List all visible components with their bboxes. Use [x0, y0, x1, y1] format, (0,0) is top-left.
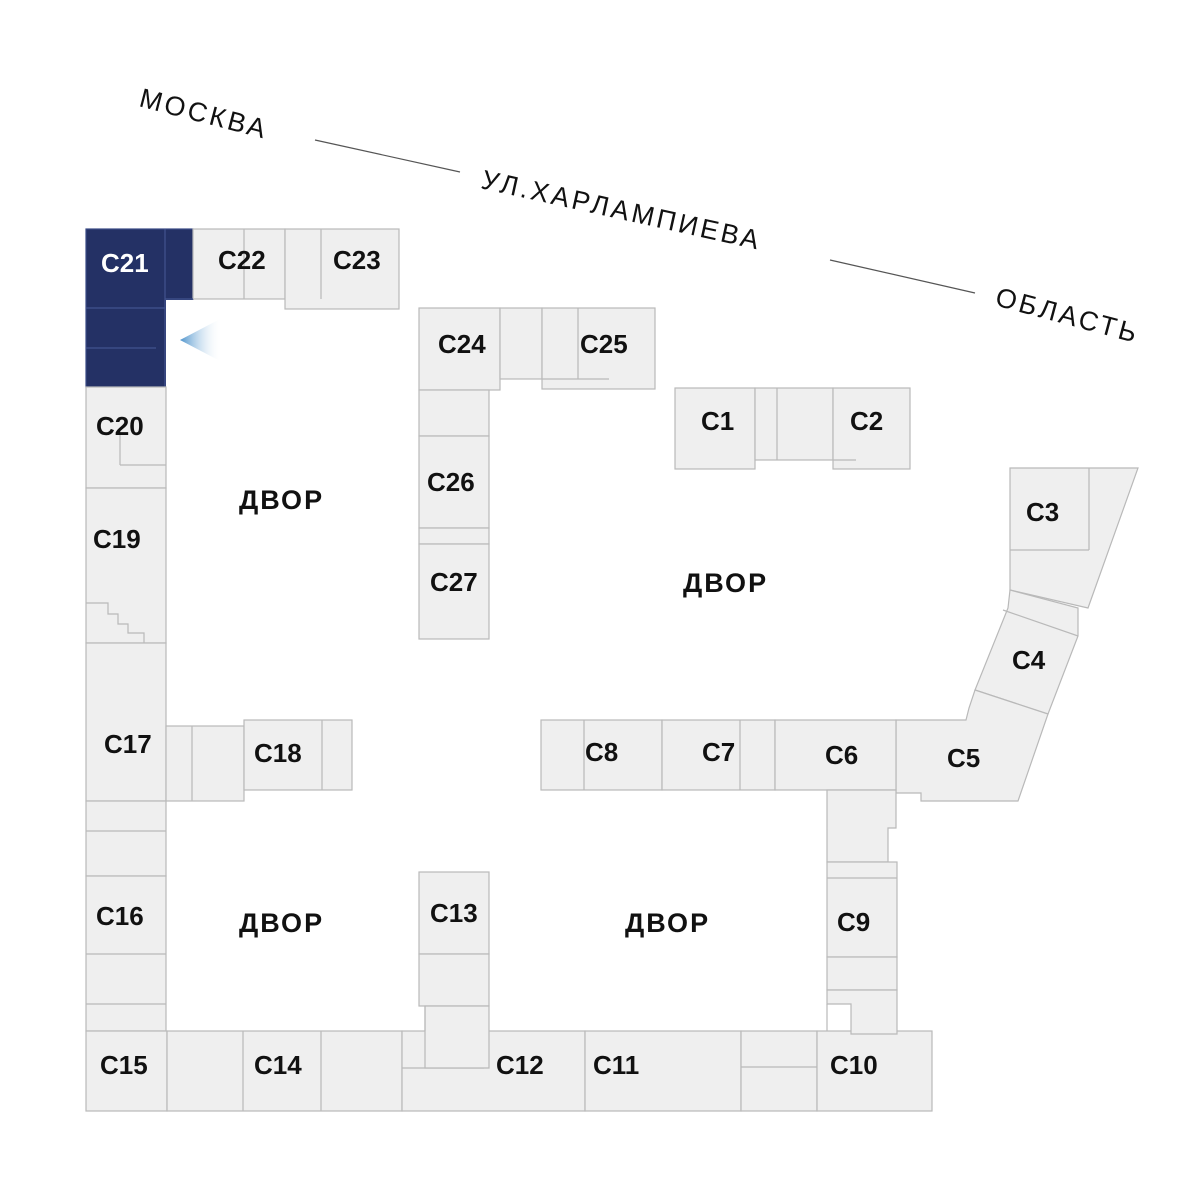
street-line-2	[829, 259, 976, 294]
label-c14: С14	[254, 1050, 302, 1080]
section-c26[interactable]	[418, 435, 490, 529]
label-c15: С15	[100, 1050, 148, 1080]
label-c23: С23	[333, 245, 381, 275]
section-c13[interactable]	[418, 871, 490, 955]
label-c7: С7	[702, 737, 735, 767]
c19-stair	[86, 602, 145, 643]
section-c8[interactable]	[540, 719, 663, 791]
label-c21: С21	[101, 248, 149, 278]
label-c4: С4	[1012, 645, 1046, 675]
section-c13-lower[interactable]	[418, 953, 490, 1007]
street-label-moskva: МОСКВА	[136, 83, 271, 145]
courtyard-label: ДВОР	[239, 485, 324, 515]
section-c17-wing[interactable]	[165, 725, 245, 802]
label-c5: С5	[947, 743, 980, 773]
section-c27[interactable]	[418, 543, 490, 640]
c4-divider	[1002, 609, 1079, 637]
section-c24[interactable]	[418, 307, 501, 391]
section-c2[interactable]	[832, 387, 911, 470]
label-c11: С11	[593, 1050, 639, 1080]
section-c19[interactable]	[85, 487, 167, 644]
street-label-oblast: ОБЛАСТЬ	[992, 282, 1142, 349]
section-c25[interactable]	[541, 307, 656, 390]
courtyard-label: ДВОР	[683, 568, 768, 598]
section-c10-west[interactable]	[740, 1030, 818, 1112]
section-c23[interactable]	[284, 228, 400, 310]
section-c9-lower[interactable]	[826, 956, 898, 991]
label-c3: С3	[1026, 497, 1059, 527]
label-c22: С22	[218, 245, 266, 275]
section-labels: С21 С22 С23 С24 С25 С1 С2 С20 С26 С3 С19…	[93, 245, 1059, 1080]
section-c10[interactable]	[816, 1030, 933, 1112]
label-c6: С6	[825, 740, 858, 770]
street-line-1	[314, 139, 461, 173]
label-c26: С26	[427, 467, 475, 497]
label-c27: С27	[430, 567, 478, 597]
section-c1[interactable]	[674, 387, 756, 470]
label-c25: С25	[580, 329, 628, 359]
label-c2: С2	[850, 406, 883, 436]
section-c22[interactable]	[192, 228, 286, 300]
section-c9-base[interactable]	[826, 989, 898, 1035]
label-c13: С13	[430, 898, 478, 928]
courtyard-label: ДВОР	[239, 908, 324, 938]
label-c24: С24	[438, 329, 486, 359]
section-c24-lower[interactable]	[418, 389, 490, 437]
label-c9: С9	[837, 907, 870, 937]
section-c6-stem[interactable]	[826, 789, 897, 863]
section-c15[interactable]	[85, 1030, 168, 1112]
label-c17: С17	[104, 729, 152, 759]
section-c1-link[interactable]	[754, 387, 834, 461]
section-c3[interactable]	[1009, 467, 1139, 609]
label-c20: С20	[96, 411, 144, 441]
section-c24-link[interactable]	[499, 307, 543, 380]
street-label-kharlampieva: УЛ.ХАРЛАМПИЕВА	[479, 165, 765, 256]
label-c12: С12	[496, 1050, 544, 1080]
label-c19: С19	[93, 524, 141, 554]
section-c18[interactable]	[243, 719, 353, 791]
buildings	[85, 228, 1139, 1112]
section-c5[interactable]	[895, 689, 1049, 802]
viewpoint-marker-icon	[180, 318, 222, 362]
section-c14[interactable]	[166, 1030, 403, 1112]
label-c16: С16	[96, 901, 144, 931]
section-c20[interactable]	[85, 386, 167, 489]
label-c8: С8	[585, 737, 618, 767]
label-c10: С10	[830, 1050, 878, 1080]
label-c1: С1	[701, 406, 734, 436]
section-c17[interactable]	[85, 642, 167, 802]
label-c18: С18	[254, 738, 302, 768]
courtyard-label: ДВОР	[625, 908, 710, 938]
section-c13-stem[interactable]	[424, 1005, 490, 1069]
courtyard-labels: ДВОР ДВОР ДВОР ДВОР	[239, 485, 768, 938]
section-c27-upper[interactable]	[418, 527, 490, 545]
section-c16-upper[interactable]	[85, 800, 167, 877]
